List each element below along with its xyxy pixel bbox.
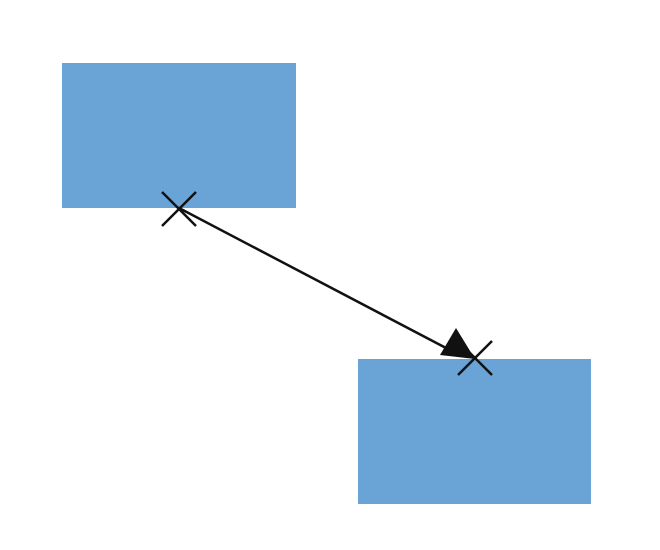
arrowhead-icon xyxy=(440,328,475,359)
source-endpoint-x-icon[interactable] xyxy=(161,191,197,227)
target-node[interactable] xyxy=(358,359,591,504)
connector-edge[interactable] xyxy=(177,206,448,350)
target-endpoint-x-icon[interactable] xyxy=(457,340,493,376)
source-node[interactable] xyxy=(62,63,296,208)
